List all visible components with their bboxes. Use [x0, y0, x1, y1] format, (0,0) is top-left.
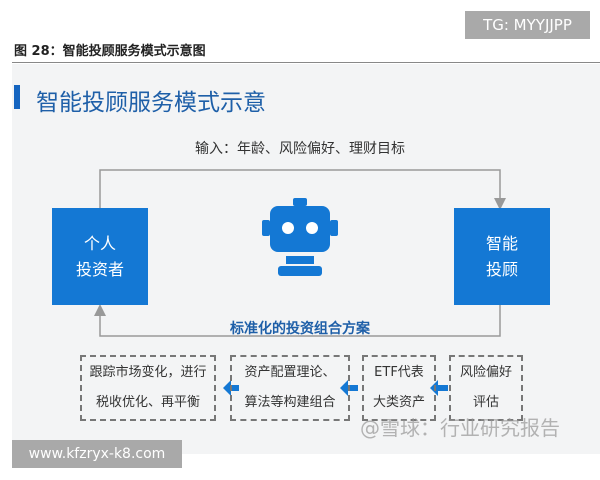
box-line: 个人	[83, 233, 116, 253]
step-line: 算法等构建组合	[244, 395, 336, 410]
step-rebalance: 跟踪市场变化，进行 税收优化、再平衡	[80, 355, 216, 421]
top-flow-line	[99, 169, 506, 210]
robo-advisor-box: 智能 投顾	[454, 208, 550, 305]
tg-watermark: TG: MYYJJPP	[465, 11, 590, 39]
step-risk-assessment: 风险偏好 评估	[449, 355, 523, 421]
step-line: 税收优化、再平衡	[95, 395, 200, 410]
box-line: 投资者	[75, 259, 124, 279]
step-line: 评估	[472, 395, 499, 410]
site-watermark: www.kfzryx-k8.com	[12, 440, 182, 468]
step-line: 风险偏好	[459, 365, 512, 380]
box-line: 投顾	[485, 259, 518, 279]
box-line: 智能	[485, 233, 518, 253]
input-label: 输入：年龄、风险偏好、理财目标	[195, 141, 405, 157]
standard-portfolio-label: 标准化的投资组合方案	[230, 321, 370, 337]
individual-investor-box: 个人 投资者	[52, 208, 148, 305]
bottom-flow-line	[94, 304, 501, 337]
diagram-title: 智能投顾服务模式示意	[36, 90, 266, 116]
title-accent-bar	[14, 85, 20, 109]
step-line: 跟踪市场变化，进行	[89, 365, 207, 380]
step-line: 大类资产	[372, 395, 425, 410]
figure-caption: 图 28：智能投顾服务模式示意图	[14, 44, 206, 59]
step-portfolio-construction: 资产配置理论、 算法等构建组合	[230, 355, 350, 421]
step-line: 资产配置理论、	[244, 365, 336, 380]
xueqiu-watermark: @雪球：行业研究报告	[360, 416, 560, 440]
divider	[12, 62, 600, 63]
step-etf: ETF代表 大类资产	[362, 355, 436, 421]
robot-icon	[262, 198, 338, 276]
step-line: ETF代表	[374, 365, 424, 380]
